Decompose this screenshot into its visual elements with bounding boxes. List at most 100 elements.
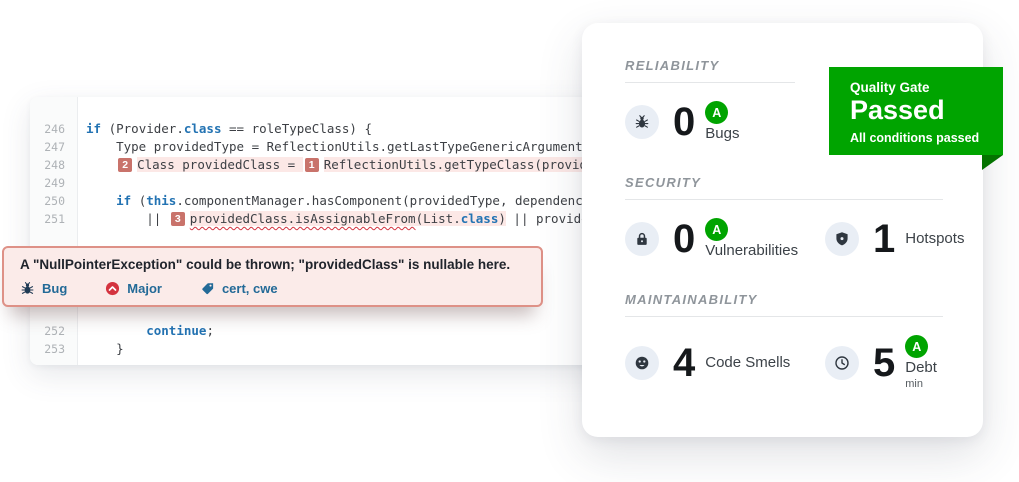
issue-location-badge[interactable]: 3: [170, 212, 185, 226]
code-line: 250 if (this.componentManager.hasCompone…: [30, 192, 642, 210]
section-title: SECURITY: [625, 175, 702, 190]
metric-value[interactable]: 1: [873, 216, 895, 261]
issue-severity[interactable]: Major: [105, 281, 162, 296]
code-segment: == roleTypeClass) {: [221, 121, 373, 136]
code-text: if (Provider.class == roleTypeClass) {: [78, 120, 372, 138]
issue-location-badge[interactable]: 2: [118, 158, 133, 172]
bug-icon: [625, 104, 659, 139]
issue-popup: A "NullPointerException" could be thrown…: [2, 246, 543, 307]
code-line: 251 || 3 providedClass.isAssignableFrom(L…: [30, 210, 642, 228]
metric-meta: Hotspots: [905, 230, 964, 247]
bug-icon: [20, 281, 35, 296]
metric-label: Code Smells: [705, 354, 791, 371]
code-segment: class: [183, 121, 222, 136]
line-number: 246: [44, 122, 65, 136]
code-segment: (: [131, 193, 147, 208]
line-number: 250: [44, 194, 65, 208]
code-text: if (this.componentManager.hasComponent(p…: [78, 192, 642, 210]
code-text: || 3 providedClass.isAssignableFrom(List.…: [78, 210, 642, 228]
metric-value[interactable]: 5: [873, 340, 895, 385]
metric-label: Debt: [905, 359, 937, 376]
code-segment: ;: [206, 323, 214, 338]
severity-major-icon: [105, 281, 120, 296]
line-number: 251: [44, 212, 65, 226]
code-text: }: [78, 340, 124, 358]
code-segment[interactable]: providedClass.isAssignableFrom: [189, 211, 416, 226]
issue-message: A "NullPointerException" could be thrown…: [20, 257, 511, 272]
metric-value[interactable]: 0: [673, 216, 695, 261]
code-line: 247 Type providedType = ReflectionUtils.…: [30, 138, 642, 156]
code-segment: class: [460, 211, 499, 226]
issue-severity-label: Major: [127, 281, 162, 296]
code-text: 2 Class providedClass = 1 ReflectionUtils.…: [78, 156, 642, 174]
section-rule: [625, 199, 943, 200]
code-segment: ReflectionUtils.getTypeClass(providedTyp…: [323, 157, 642, 172]
code-segment: ): [498, 211, 506, 226]
rating-badge: A: [905, 335, 929, 358]
code-segment: continue: [146, 323, 207, 338]
code-line: 252 continue;: [30, 322, 642, 340]
line-number-gutter: [30, 97, 78, 365]
issue-tags[interactable]: cert, cwe: [200, 281, 278, 296]
metric-value[interactable]: 4: [673, 340, 695, 385]
metric-label: Hotspots: [905, 230, 965, 247]
metric-hotspots: 1 Hotspots: [825, 218, 964, 259]
code-segment: [86, 323, 146, 338]
clock-icon: [825, 345, 859, 380]
line-number: 247: [44, 140, 65, 154]
section-rule: [625, 82, 795, 83]
line-number: 252: [44, 324, 65, 338]
line-number: 253: [44, 342, 65, 356]
code-segment: Class providedClass =: [137, 157, 303, 172]
metric-label: Bugs: [705, 125, 740, 142]
code-smell-icon: [625, 345, 659, 380]
rating-badge: A: [705, 101, 729, 124]
issue-type[interactable]: Bug: [20, 281, 67, 296]
quality-gate-title: Quality Gate: [850, 80, 930, 95]
issue-location-badge[interactable]: 1: [304, 158, 319, 172]
code-line: 249: [30, 174, 642, 192]
code-segment: if: [86, 121, 102, 136]
code-segment: this: [146, 193, 177, 208]
code-segment: ||: [86, 211, 169, 226]
code-segment: if: [116, 193, 132, 208]
code-line: 246 if (Provider.class == roleTypeClass) …: [30, 120, 642, 138]
code-text: continue;: [78, 322, 214, 340]
metric-label: Vulnerabilities: [705, 242, 799, 259]
code-segment: .componentManager.hasComponent(providedT…: [176, 193, 642, 208]
code-segment: [86, 193, 116, 208]
code-line: 253 }: [30, 340, 642, 358]
section-title: RELIABILITY: [625, 58, 720, 73]
section-rule: [625, 316, 943, 317]
rating-badge: A: [705, 218, 729, 241]
issue-type-label: Bug: [42, 281, 68, 296]
quality-gate-fold: [982, 155, 1003, 170]
code-segment: (Provider.: [101, 121, 184, 136]
code-segment: Type providedType = ReflectionUtils.getL…: [86, 139, 642, 154]
shield-icon: [825, 221, 859, 256]
code-text: Type providedType = ReflectionUtils.getL…: [78, 138, 642, 156]
tag-icon: [200, 281, 215, 296]
metric-unit: min: [905, 378, 923, 390]
code-segment: (List.: [415, 211, 461, 226]
metric-meta: Code Smells: [705, 354, 790, 371]
code-text: [78, 174, 86, 192]
quality-gate-subtitle: All conditions passed: [850, 131, 980, 145]
quality-gate-ribbon: Quality Gate Passed All conditions passe…: [829, 67, 1003, 155]
quality-gate-status: Passed: [850, 95, 945, 125]
code-segment: }: [86, 341, 124, 356]
lock-icon: [625, 221, 659, 256]
metric-value[interactable]: 0: [673, 99, 695, 144]
